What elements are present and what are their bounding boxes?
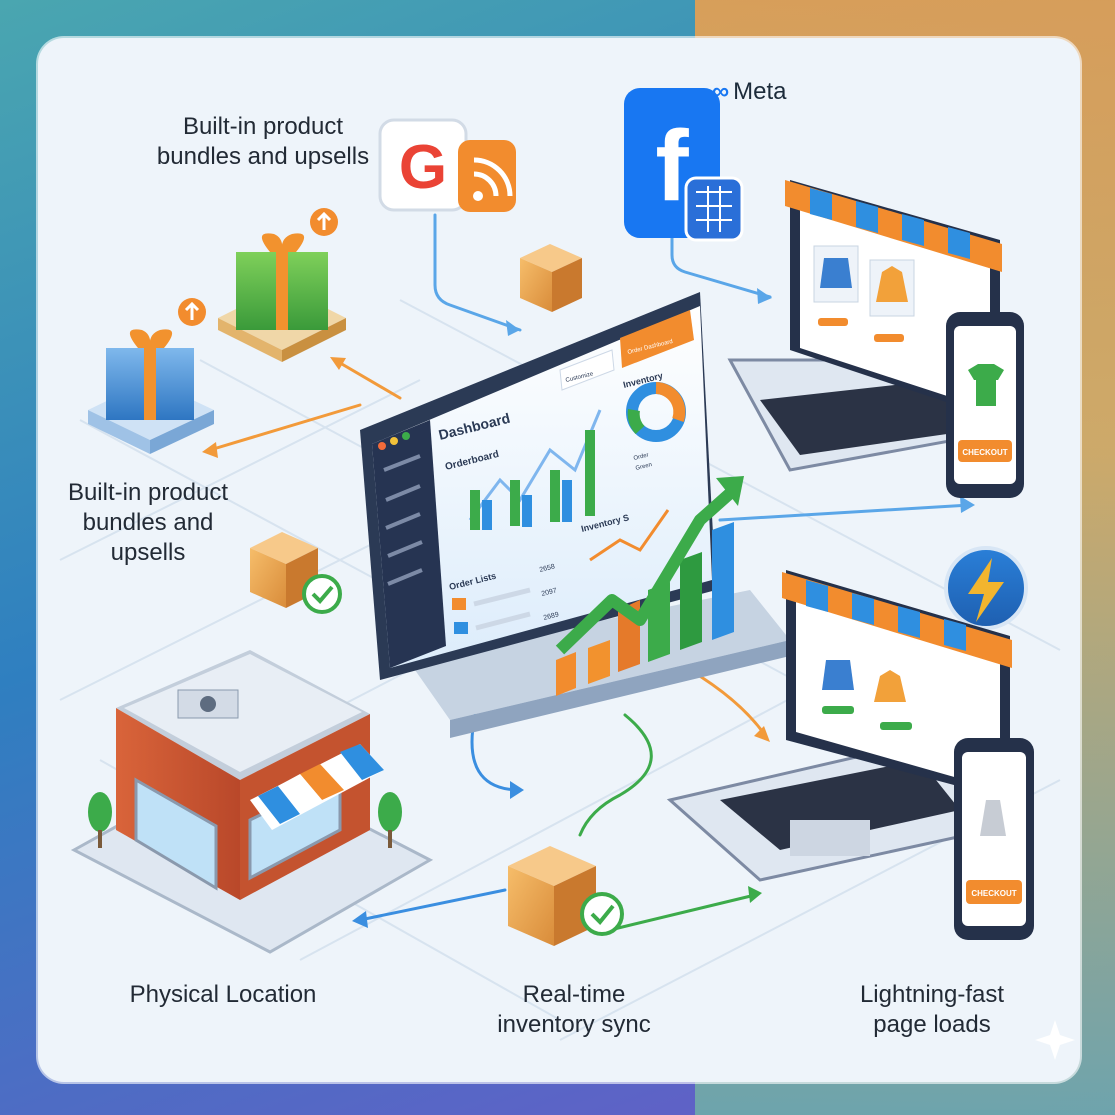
connector-arrows	[208, 213, 972, 932]
checkout-button-top: CHECKOUT	[962, 448, 1007, 457]
ecommerce-scene: G f	[59, 88, 1075, 1060]
label-physical-location: Physical Location	[129, 981, 317, 1008]
blue-gift-icon	[88, 298, 214, 454]
smartphone-top	[946, 312, 1024, 498]
label-bundles-left: Built-in product bundles and upsells	[67, 479, 229, 566]
label-inventory-sync: Real-time inventory sync	[497, 981, 651, 1038]
package-check-icon	[250, 532, 342, 614]
physical-store-icon	[70, 650, 434, 954]
meta-logo: ∞ Meta	[712, 78, 786, 106]
svg-text:G: G	[399, 133, 447, 202]
green-gift-icon	[218, 208, 346, 362]
smartphone-bottom	[954, 738, 1034, 940]
legend-green: Green	[635, 462, 653, 472]
storefront-laptop-bottom	[666, 570, 1012, 882]
order-row-3-value: 2689	[543, 611, 560, 622]
google-shopping-icon: G	[378, 118, 516, 212]
awning-top	[785, 180, 1002, 272]
svg-text:f: f	[655, 110, 689, 222]
legend-order: Order	[633, 452, 649, 462]
order-row-2-value: 2097	[541, 587, 558, 598]
meta-logo-text: Meta	[733, 78, 787, 105]
meta-infinity-icon: ∞	[712, 78, 730, 105]
lightning-bolt-icon	[944, 546, 1028, 630]
package-box-icon	[520, 244, 582, 312]
label-bundles-top: Built-in product bundles and upsells	[156, 113, 370, 170]
facebook-icon: f	[624, 88, 744, 242]
illustration-card: G f	[38, 38, 1080, 1082]
awning-bottom	[782, 572, 1012, 668]
phone-button-text: CHECKOUT CHECKOUT	[962, 448, 1016, 898]
growth-chart-icon	[555, 476, 744, 696]
store-awning	[250, 744, 384, 830]
sparkle-icon	[1035, 1020, 1075, 1060]
arrow-heads	[202, 288, 975, 928]
label-fast-page-loads: Lightning-fast page loads	[859, 981, 1005, 1038]
checkout-button-bottom: CHECKOUT	[971, 889, 1016, 898]
inventory-box-icon	[508, 846, 624, 946]
order-row-1-value: 2658	[539, 563, 556, 574]
